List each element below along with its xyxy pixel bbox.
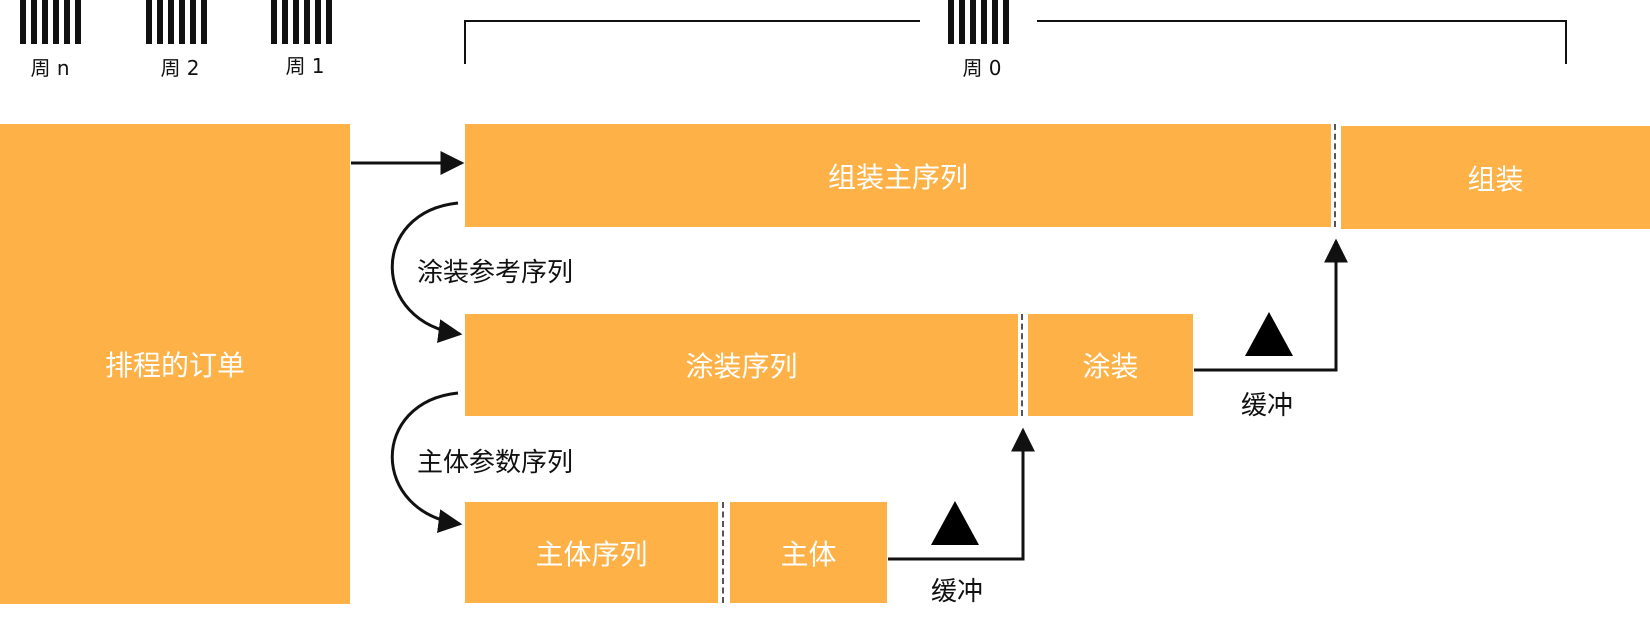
paint-label: 涂装 [1082, 350, 1139, 383]
assembly-main-sequence-box: 组装主序列 [465, 124, 1331, 227]
week-1-barcode-icon [271, 0, 332, 44]
buffer-upper-triangle-icon [1245, 312, 1293, 356]
paint-sequence-box: 涂装序列 [465, 314, 1018, 416]
body-parameter-curve-arrow [390, 391, 463, 534]
paint-sequence-label: 涂装序列 [685, 350, 798, 383]
paint-to-assembly-buffer-arrow [1194, 238, 1348, 372]
week-2-barcode-icon [146, 0, 207, 44]
assembly-main-sequence-label: 组装主序列 [827, 160, 968, 194]
buffer-lower-triangle-icon [931, 501, 979, 545]
buffer-lower-label: 缓冲 [931, 577, 984, 607]
body-label: 主体 [780, 537, 837, 571]
scheduled-orders-box: 排程的订单 [0, 124, 350, 604]
scheduled-orders-label: 排程的订单 [104, 349, 245, 382]
body-to-paint-buffer-arrow [888, 427, 1035, 561]
week-0-label: 周 0 [962, 56, 1002, 80]
assembly-separator [1334, 124, 1336, 227]
body-separator [722, 502, 724, 603]
body-box: 主体 [730, 502, 887, 603]
body-sequence-label: 主体序列 [535, 537, 648, 571]
week-0-bracket [464, 20, 1567, 64]
paint-box: 涂装 [1028, 314, 1193, 416]
paint-reference-curve-arrow [390, 201, 463, 344]
body-parameter-sequence-label: 主体参数序列 [417, 448, 574, 478]
week-2-label: 周 2 [160, 56, 200, 80]
week-0-barcode-icon [948, 0, 1009, 44]
body-sequence-box: 主体序列 [465, 502, 718, 603]
assembly-box: 组装 [1341, 126, 1650, 229]
week-n-barcode-icon [20, 0, 81, 44]
buffer-upper-label: 缓冲 [1241, 391, 1294, 421]
week-n-label: 周 n [30, 56, 70, 80]
assembly-label: 组装 [1467, 162, 1524, 196]
paint-reference-sequence-label: 涂装参考序列 [417, 258, 574, 288]
week-1-label: 周 1 [285, 54, 325, 78]
paint-separator [1021, 314, 1023, 416]
